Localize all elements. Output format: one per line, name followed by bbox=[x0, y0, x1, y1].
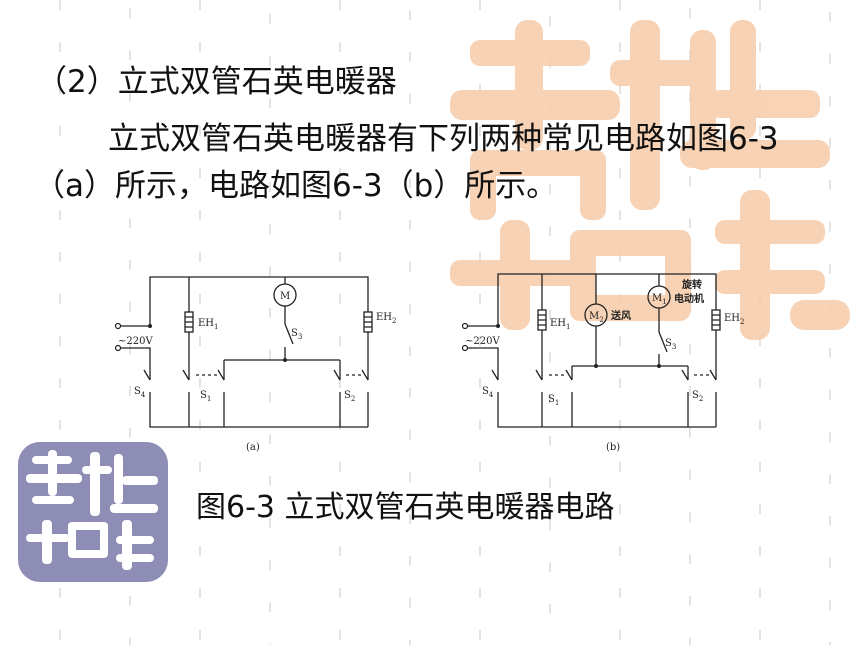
circuit-a-wires bbox=[118, 276, 369, 428]
svg-text:S4: S4 bbox=[482, 386, 494, 399]
svg-text:S1: S1 bbox=[548, 394, 559, 407]
motor-fan-b bbox=[584, 303, 608, 327]
svg-text:EH1: EH1 bbox=[198, 318, 219, 331]
svg-text:EH2: EH2 bbox=[376, 312, 397, 325]
decorative-seal-logo-large bbox=[450, 20, 850, 340]
svg-text:S2: S2 bbox=[344, 390, 355, 403]
svg-text:M1: M1 bbox=[652, 293, 667, 306]
svg-text:S3: S3 bbox=[291, 328, 302, 341]
fan-label: 送风 bbox=[610, 309, 631, 322]
rotate-label-2: 电动机 bbox=[674, 292, 704, 305]
svg-text:S1: S1 bbox=[200, 390, 211, 403]
motor-rotate-b bbox=[647, 285, 671, 309]
svg-text:S2: S2 bbox=[692, 390, 703, 403]
rotate-label-1: 旋转 bbox=[681, 278, 702, 291]
svg-text:S4: S4 bbox=[134, 386, 146, 399]
circuit-b-wires bbox=[465, 273, 717, 428]
circuit-diagram-figure: ~220V M EH1 EH2 S3 S4 S1 S2 (a) ~220V EH… bbox=[114, 273, 745, 453]
supply-label-b: ~220V bbox=[465, 336, 500, 347]
motor-a bbox=[273, 283, 297, 307]
sublabel-a: (a) bbox=[246, 442, 260, 453]
body-paragraph: 立式双管石英电暖器有下列两种常见电路如图6-3（a）所示，电路如图6-3（b）所… bbox=[34, 121, 779, 204]
decorative-seal-logo-small bbox=[18, 442, 168, 582]
sublabel-b: (b) bbox=[606, 442, 620, 453]
svg-text:EH2: EH2 bbox=[724, 313, 745, 326]
motor-label-a: M bbox=[280, 291, 290, 302]
figure-caption: 图6-3 立式双管石英电暖器电路 bbox=[196, 490, 615, 525]
svg-text:M2: M2 bbox=[589, 311, 604, 324]
supply-label-a: ~220V bbox=[118, 336, 153, 347]
svg-text:EH1: EH1 bbox=[550, 318, 571, 331]
section-heading: （2）立式双管石英电暖器 bbox=[36, 64, 397, 100]
svg-text:S3: S3 bbox=[665, 338, 676, 351]
